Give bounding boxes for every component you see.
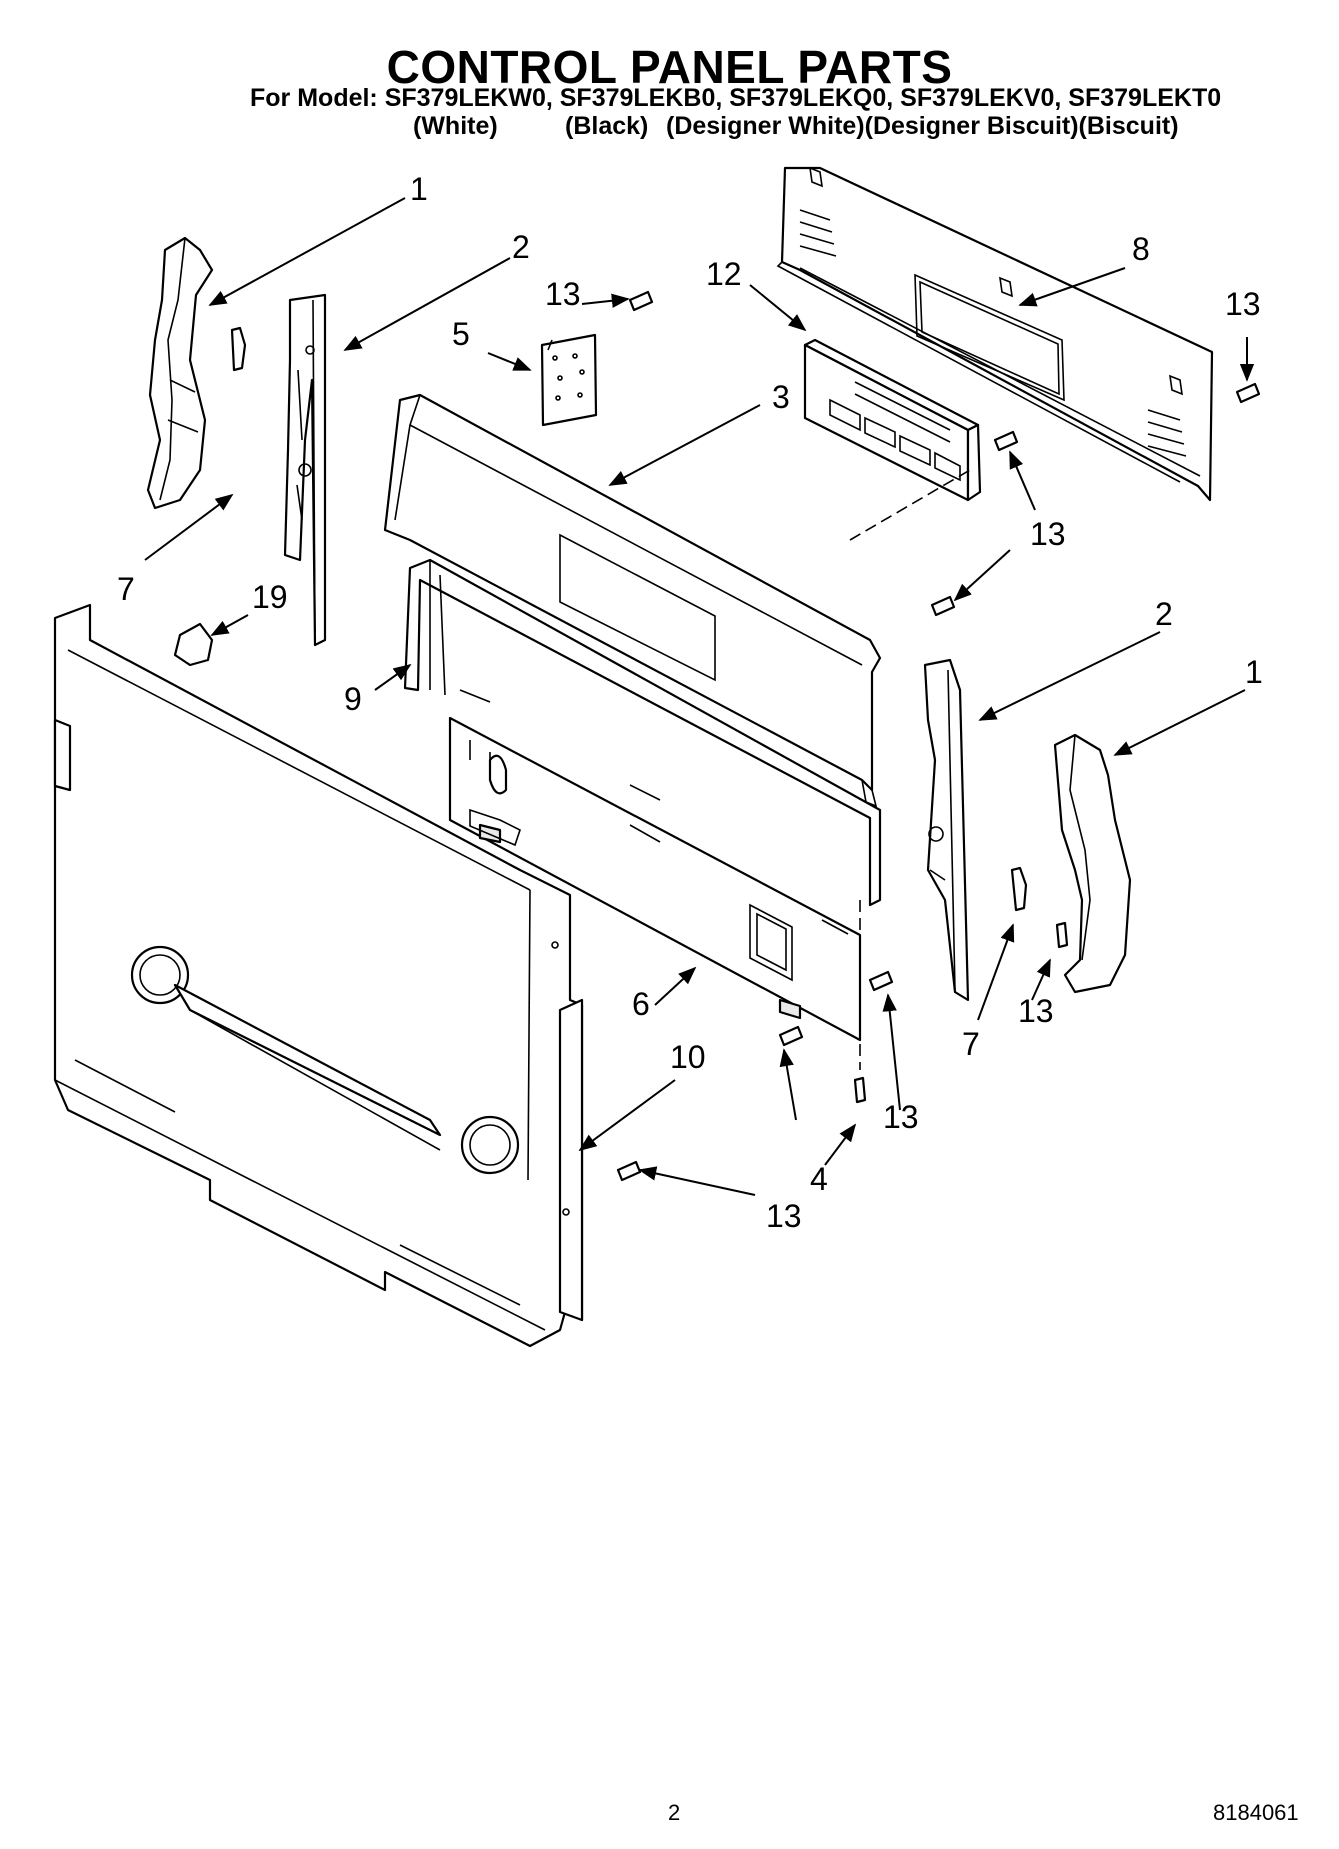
callout-numbers: 1 2 13 5 12 3 8 13 13 7 19 9 2 1 6 7 13 … (117, 171, 1263, 1234)
part-7-right-clip (1010, 866, 1028, 912)
callout-3: 3 (772, 379, 790, 415)
color-designer: (Designer White)(Designer Biscuit)(Biscu… (666, 112, 1179, 140)
color-white: (White) (413, 112, 498, 140)
callout-9: 9 (344, 681, 362, 717)
callout-13-bottom: 13 (766, 1198, 802, 1234)
callout-8: 8 (1132, 231, 1150, 267)
callout-10: 10 (670, 1039, 706, 1075)
callout-19: 19 (252, 579, 288, 615)
callout-7-left: 7 (117, 571, 135, 607)
part-1-right-endcap (1053, 733, 1132, 994)
callout-4: 4 (810, 1161, 828, 1197)
guide-line-12 (849, 469, 971, 541)
screws (616, 290, 1261, 1182)
page-number: 2 (668, 1800, 681, 1825)
document-number: 8184061 (1213, 1800, 1299, 1825)
callout-5: 5 (452, 316, 470, 352)
model-list: For Model: SF379LEKW0, SF379LEKB0, SF379… (250, 84, 1222, 112)
callout-7-right: 7 (962, 1026, 980, 1062)
part-5-board (540, 333, 598, 427)
part-7-left-clip (230, 326, 247, 372)
part-1-left-endcap (146, 236, 214, 510)
part-3-control-panel (383, 393, 882, 808)
part-6-lower-panel (448, 716, 862, 1042)
part-2-right-trim (923, 658, 970, 1002)
page-title: CONTROL PANEL PARTS (386, 41, 953, 93)
part-12-control-board (803, 338, 982, 502)
callout-13-right-top: 13 (1225, 286, 1261, 322)
callout-13-panel: 13 (1030, 516, 1066, 552)
color-black: (Black) (565, 112, 649, 140)
callout-1-left: 1 (410, 171, 428, 207)
callout-1-right: 1 (1245, 654, 1263, 690)
callout-6: 6 (632, 986, 650, 1022)
callout-12: 12 (706, 256, 742, 292)
callout-2-left: 2 (512, 229, 530, 265)
part-19-clip (173, 622, 214, 667)
callout-13-right-side: 13 (1018, 993, 1054, 1029)
leader-arrows (144, 197, 1255, 1196)
callout-13-bottom-center: 13 (883, 1099, 919, 1135)
part-8-rear-panel (776, 166, 1214, 502)
callout-2-right: 2 (1155, 596, 1173, 632)
part-2-left-trim (283, 293, 327, 647)
part-9-bracket (403, 558, 882, 907)
part-10-range-panel (53, 603, 584, 1348)
callout-13-top: 13 (545, 276, 581, 312)
